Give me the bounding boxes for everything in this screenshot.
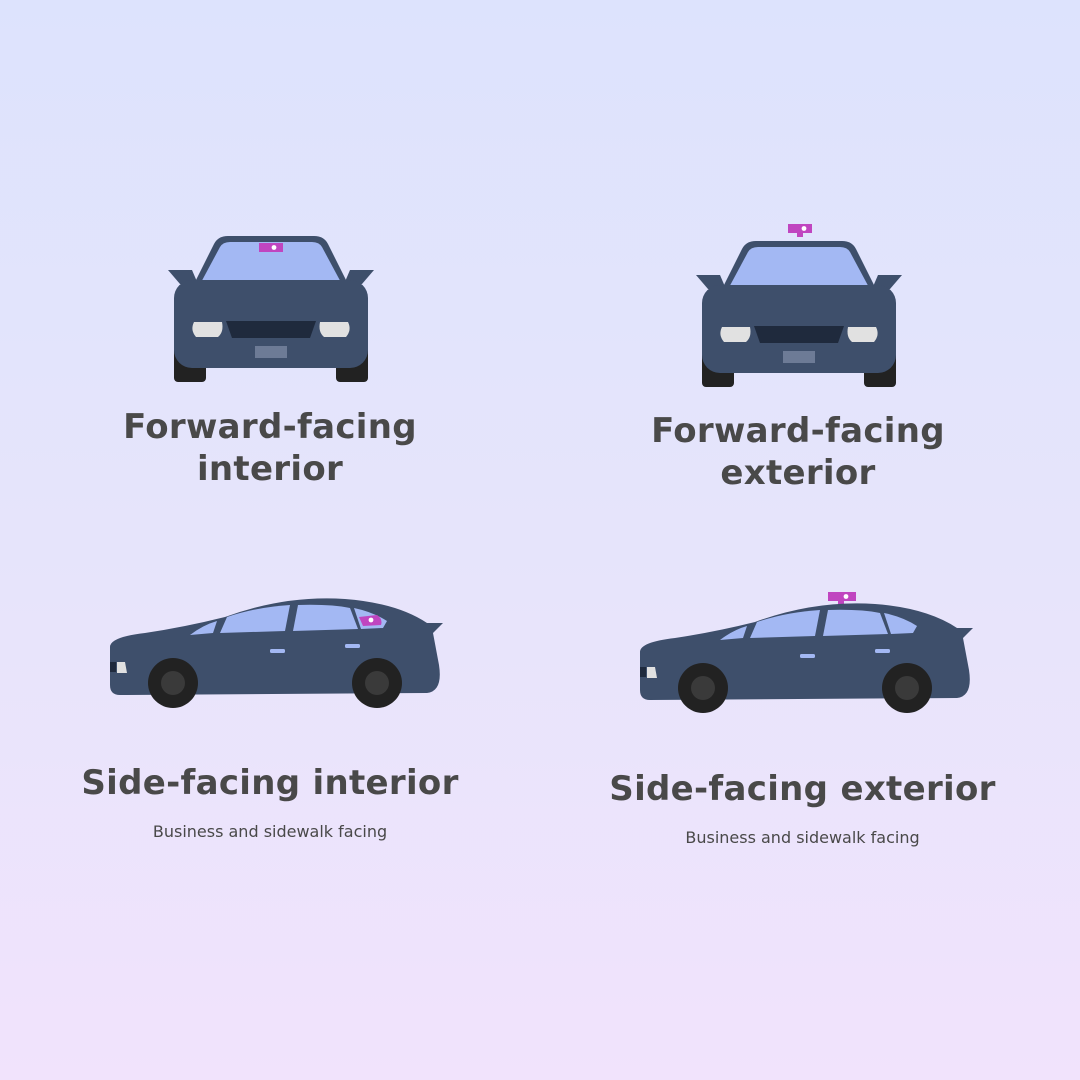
camera-icon (828, 592, 856, 605)
front-car-icon (168, 236, 374, 382)
card-title: Side-facing interior (81, 763, 459, 803)
card-side-interior: Side-facing interior Business and sidewa… (60, 590, 480, 850)
card-subtitle: Business and sidewalk facing (685, 828, 920, 847)
camera-icon (788, 224, 812, 237)
side-car-icon (110, 598, 443, 708)
front-car-icon (696, 224, 902, 387)
card-forward-exterior: Forward-facing exterior (618, 222, 978, 502)
card-title: Forward-facing interior (123, 407, 417, 489)
card-subtitle: Business and sidewalk facing (152, 822, 388, 841)
camera-icon (259, 243, 283, 252)
card-title: Side-facing exterior (609, 769, 996, 809)
camera-icon (359, 615, 382, 626)
side-car-icon (640, 592, 973, 713)
card-title: Forward-facing exterior (651, 411, 945, 493)
card-side-exterior: Side-facing exterior Business and sidewa… (590, 588, 1015, 858)
card-forward-interior: Forward-facing interior (90, 222, 450, 502)
